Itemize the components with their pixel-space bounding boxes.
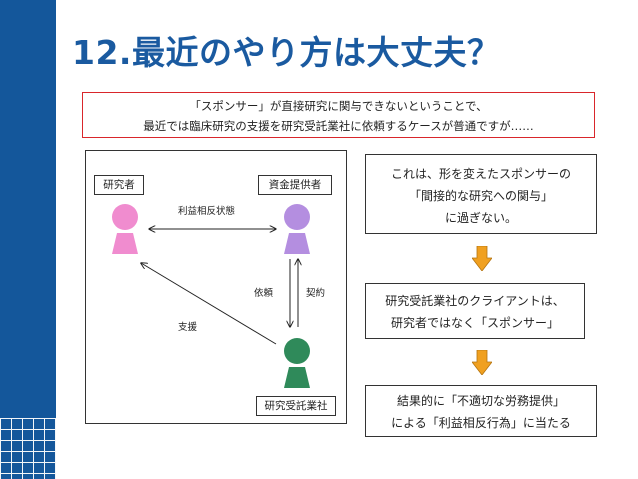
conclusion-1-line-3: に過ぎない。 bbox=[444, 211, 517, 225]
sponsor-figure bbox=[284, 204, 310, 254]
cro-label: 研究受託業社 bbox=[256, 396, 336, 416]
conclusion-2-line-1: 研究受託業社のクライアントは、 bbox=[385, 294, 565, 308]
conclusion-3-line-2: による「利益相反行為」に当たる bbox=[391, 416, 571, 430]
researcher-body bbox=[112, 233, 138, 254]
researcher-head bbox=[112, 204, 138, 230]
down-arrow-icon bbox=[472, 246, 492, 271]
conclusion-box-1: これは、形を変えたスポンサーの 「間接的な研究への関与」 に過ぎない。 bbox=[365, 154, 597, 234]
down-arrow-shape bbox=[472, 246, 492, 271]
conclusion-3-line-1: 結果的に「不適切な労務提供」 bbox=[396, 394, 565, 408]
down-arrow-shape bbox=[472, 350, 492, 375]
conclusion-box-2: 研究受託業社のクライアントは、 研究者ではなく「スポンサー」 bbox=[365, 283, 585, 339]
intro-callout: 「スポンサー」が直接研究に関与できないということで、 最近では臨床研究の支援を研… bbox=[82, 92, 595, 138]
conflict-label: 利益相反状態 bbox=[178, 206, 236, 217]
conclusion-box-3: 結果的に「不適切な労務提供」 による「利益相反行為」に当たる bbox=[365, 385, 597, 437]
cro-head bbox=[284, 338, 310, 364]
support-label: 支援 bbox=[178, 322, 198, 333]
sponsor-label: 資金提供者 bbox=[258, 175, 332, 195]
cro-body bbox=[284, 367, 310, 388]
relationship-diagram: 研究者 資金提供者 研究受託業社 利益相反状態 依頼 契約 支援 bbox=[85, 150, 347, 424]
slide-title: 12.最近のやり方は大丈夫？ bbox=[72, 33, 501, 72]
researcher-figure bbox=[112, 204, 138, 254]
left-grid-decoration bbox=[0, 418, 56, 479]
left-accent-bar bbox=[0, 0, 56, 479]
sponsor-head bbox=[284, 204, 310, 230]
sponsor-body bbox=[284, 233, 310, 254]
conclusion-1-line-2: 「間接的な研究への関与」 bbox=[408, 189, 553, 203]
conclusion-2-line-2: 研究者ではなく「スポンサー」 bbox=[390, 316, 559, 330]
intro-line-1: 「スポンサー」が直接研究に関与できないということで、 bbox=[189, 99, 488, 113]
cro-figure bbox=[284, 338, 310, 388]
down-arrow-icon bbox=[472, 350, 492, 375]
diagram-canvas bbox=[112, 204, 310, 388]
intro-line-2: 最近では臨床研究の支援を研究受託業社に依頼するケースが普通ですが‥‥‥ bbox=[143, 119, 534, 133]
conclusion-1-line-1: これは、形を変えたスポンサーの bbox=[390, 167, 571, 181]
support-arrow bbox=[141, 263, 277, 345]
contract-label: 契約 bbox=[306, 288, 326, 299]
request-label: 依頼 bbox=[254, 288, 274, 299]
researcher-label: 研究者 bbox=[94, 175, 144, 195]
